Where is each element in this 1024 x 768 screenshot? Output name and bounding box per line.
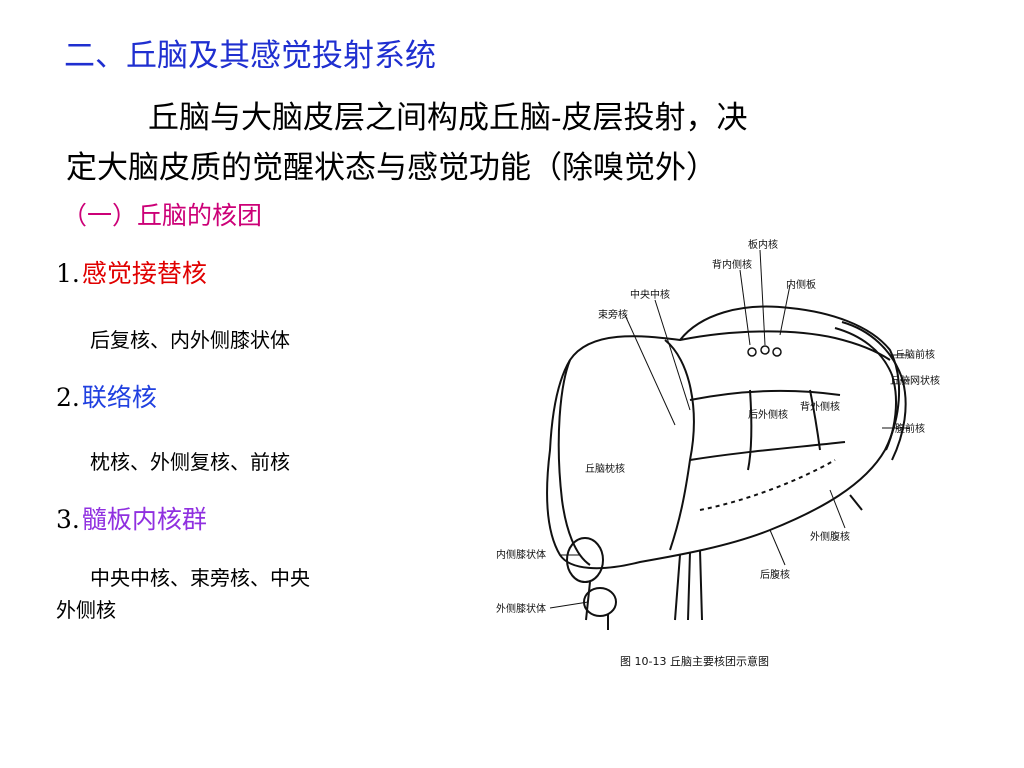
label-hou-wai-ce-he: 后外侧核: [748, 408, 788, 421]
figure-caption: 图 10-13 丘脑主要核团示意图: [620, 654, 769, 668]
section-2-title: 2.联络核: [56, 378, 157, 414]
anterior-cap: [834, 327, 897, 451]
label-qiu-nao-wang-zhuang-he: 丘脑网状核: [890, 374, 940, 387]
stalk-2: [585, 581, 609, 630]
thalamus-diagram: 板内核 背内侧核 中央中核 内侧板 束旁核 丘脑前核 丘脑网状核 后外侧核 背外…: [490, 210, 970, 680]
label-fu-qian-he: 腹前核: [895, 422, 925, 435]
slide-heading: 二、丘脑及其感觉投射系统: [64, 38, 436, 74]
leader-shu-pang: [624, 314, 676, 426]
dorsal-ridge: [679, 330, 891, 361]
section-3-title: 3.髓板内核群: [56, 500, 207, 536]
subheading: （一）丘脑的核团: [62, 201, 263, 230]
section-3-number: 3.: [56, 505, 80, 534]
thalamus-outline: [546, 305, 900, 570]
internal-lamina: [664, 339, 695, 551]
division-ventral: [689, 441, 846, 461]
intro-line-2: 定大脑皮质的觉醒状态与感觉功能（除嗅觉外）: [66, 150, 717, 186]
lateral-geniculate-body: [583, 587, 617, 617]
intralaminar-dot-3: [772, 347, 782, 357]
label-nei-ce-xi-zhuang-ti: 内侧膝状体: [496, 548, 546, 561]
pulvinar-outline: [557, 359, 591, 566]
section-1-title: 1.感觉接替核: [56, 254, 207, 290]
division-vertical-2: [809, 389, 821, 451]
intralaminar-dot-2: [760, 345, 770, 355]
leader-wai-xi: [549, 601, 589, 609]
medial-geniculate-body: [566, 537, 604, 583]
stalk-1: [674, 549, 703, 621]
intro-line-1: 丘脑与大脑皮层之间构成丘脑-皮层投射，决: [148, 100, 748, 136]
leader-bei-nei-ce: [739, 269, 751, 346]
label-wai-ce-xi-zhuang-ti: 外侧膝状体: [496, 602, 546, 615]
leader-ban-nei-he: [759, 249, 766, 346]
label-bei-wai-ce-he: 背外侧核: [800, 400, 840, 413]
leader-wai-ce-fu: [829, 489, 846, 529]
label-bei-nei-ce-he: 背内侧核: [712, 258, 752, 271]
leader-nei-ce-ban: [779, 284, 791, 336]
reticular-band: [841, 321, 907, 461]
section-2-detail: 枕核、外侧复核、前核: [90, 450, 290, 474]
section-2-label: 联络核: [81, 383, 157, 412]
label-shu-pang-he: 束旁核: [598, 308, 628, 321]
leader-zhong-yang: [654, 299, 691, 411]
label-qiu-nao-qian-he: 丘脑前核: [895, 348, 935, 361]
label-ban-nei-he: 板内核: [748, 238, 778, 251]
label-hou-fu-he: 后腹核: [760, 568, 790, 581]
section-1-number: 1.: [56, 259, 80, 288]
division-vertical: [747, 389, 753, 471]
label-qiu-nao-zhen: 丘脑枕核: [585, 462, 625, 475]
section-1-detail: 后复核、内外侧膝状体: [90, 328, 290, 352]
division-lateral: [689, 389, 841, 401]
leader-hou-fu: [769, 529, 786, 566]
thalamus-diagram-svg: 板内核 背内侧核 中央中核 内侧板 束旁核 丘脑前核 丘脑网状核 后外侧核 背外…: [496, 238, 940, 668]
stalk-3: [849, 494, 863, 511]
section-3-label: 髓板内核群: [81, 505, 207, 534]
section-2-number: 2.: [56, 383, 80, 412]
intralaminar-dot-1: [747, 347, 757, 357]
dotted-lamina: [699, 459, 836, 511]
section-3-detail-line-1: 中央中核、束旁核、中央: [90, 566, 310, 590]
section-3-detail-line-2: 外侧核: [56, 598, 116, 622]
label-zhong-yang-zhong-he: 中央中核: [630, 288, 670, 301]
section-1-label: 感觉接替核: [81, 259, 207, 288]
label-wai-ce-fu-he: 外侧腹核: [810, 530, 850, 543]
label-nei-ce-ban: 内侧板: [786, 278, 816, 291]
